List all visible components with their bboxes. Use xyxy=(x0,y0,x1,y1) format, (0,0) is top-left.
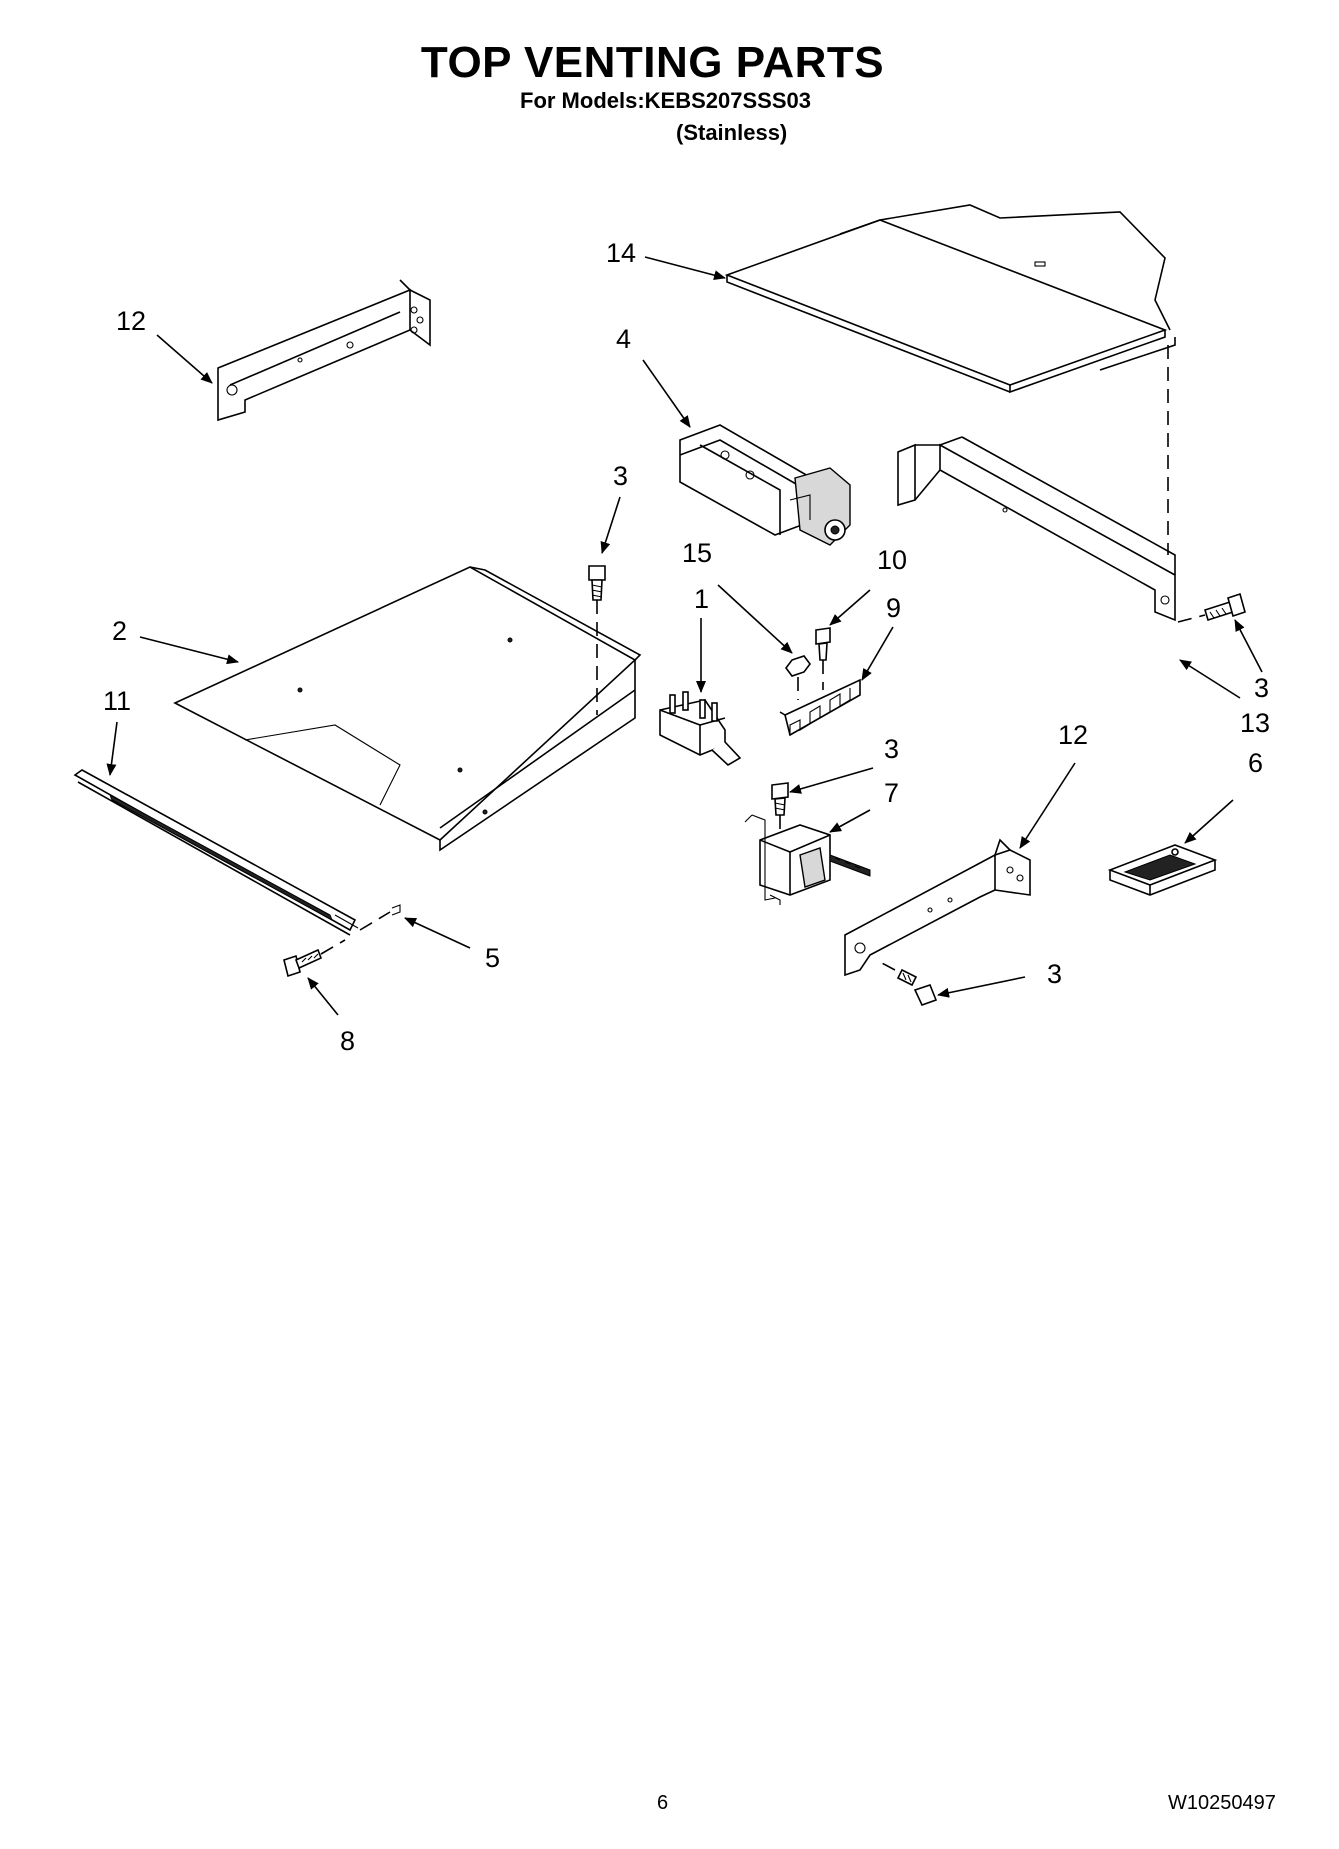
callout-2: 2 xyxy=(112,616,127,646)
part-9-terminal-block xyxy=(779,678,861,737)
part-6-bracket-cup xyxy=(1107,844,1218,896)
callout-12-upper: 12 xyxy=(116,306,146,336)
callout-8: 8 xyxy=(340,1026,355,1056)
screw-3-bottom xyxy=(879,961,938,1006)
callout-15: 15 xyxy=(682,538,712,568)
screw-3-top xyxy=(588,565,606,715)
callout-10: 10 xyxy=(877,545,907,575)
part-2-cover-panel xyxy=(173,566,642,852)
callout-leaders xyxy=(106,256,1263,1016)
part-13-support-bracket xyxy=(897,436,1176,622)
callout-5: 5 xyxy=(485,943,500,973)
callout-6: 6 xyxy=(1248,748,1263,778)
screw-8 xyxy=(283,939,346,978)
callout-14: 14 xyxy=(606,238,636,268)
callout-12-lower: 12 xyxy=(1058,720,1088,750)
callout-9: 9 xyxy=(886,593,901,623)
callout-labels: 14 12 4 3 15 10 9 1 2 11 3 13 3 7 12 6 5… xyxy=(103,238,1270,1056)
part-12-lower-bracket xyxy=(844,838,1031,977)
callout-3-middle: 3 xyxy=(884,734,899,764)
document-id: W10250497 xyxy=(1168,1792,1276,1814)
part-15-nut xyxy=(785,655,811,700)
part-7-transformer xyxy=(744,814,871,905)
callout-3-bottom: 3 xyxy=(1047,959,1062,989)
screw-3-right xyxy=(1177,592,1246,623)
part-1-relay xyxy=(659,691,742,766)
callout-4: 4 xyxy=(616,324,631,354)
model-numbers: For Models:KEBS207SSS03 xyxy=(520,88,811,113)
callout-11: 11 xyxy=(103,686,131,716)
callout-13: 13 xyxy=(1240,708,1270,738)
page-title: TOP VENTING PARTS xyxy=(420,38,885,87)
part-10-screw xyxy=(815,627,831,690)
part-12-upper-bracket xyxy=(217,279,431,422)
part-11-vent-strip xyxy=(73,769,359,936)
part-14-vent-panel xyxy=(724,204,1176,394)
callout-3-top: 3 xyxy=(613,461,628,491)
callout-3-right: 3 xyxy=(1254,673,1269,703)
part-5-clip xyxy=(359,904,401,931)
part-4-blower-motor xyxy=(679,424,851,546)
callout-7: 7 xyxy=(884,778,899,808)
finish-label: (Stainless) xyxy=(676,120,788,145)
page-number: 6 xyxy=(657,1792,669,1814)
callout-1: 1 xyxy=(694,584,709,614)
